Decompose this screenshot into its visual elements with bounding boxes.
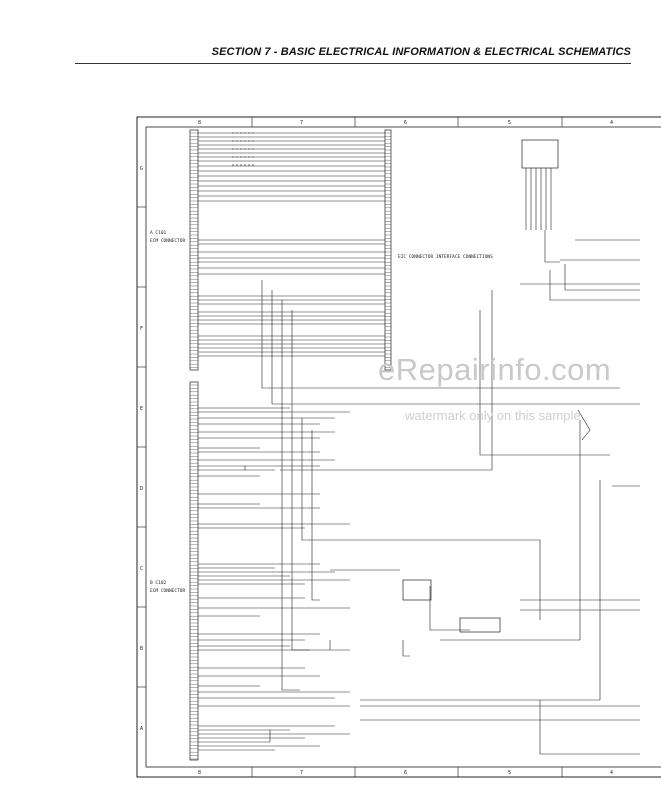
row-label: E <box>140 406 143 412</box>
pin-layer <box>190 132 391 760</box>
column-label: 4 <box>610 120 613 126</box>
row-label: C <box>140 566 143 572</box>
row-label: D <box>140 486 143 492</box>
wire-route <box>549 270 640 301</box>
row-label: F <box>140 326 143 332</box>
column-label: 6 <box>404 120 407 126</box>
row-ticks <box>137 206 146 688</box>
connector-b-subtitle: ECM CONNECTOR <box>150 588 186 594</box>
column-label: 6 <box>404 770 407 776</box>
wire-route <box>280 290 493 471</box>
column-labels: 8 7 6 5 4 8 7 6 5 4 <box>198 120 613 776</box>
wire-route <box>261 280 620 389</box>
wire-route <box>360 480 601 701</box>
header-rule <box>75 63 631 64</box>
switch-symbol <box>577 409 591 441</box>
relay-component <box>521 139 559 169</box>
module-component <box>402 579 432 601</box>
watermark-text: eRepairinfo.com <box>378 352 612 387</box>
connector-a-title: A C101 <box>150 230 167 236</box>
row-label: B <box>140 646 143 652</box>
column-label: 5 <box>508 120 511 126</box>
wire-route <box>281 300 300 691</box>
wire-route <box>271 290 640 405</box>
wire-route <box>260 730 271 743</box>
column-label: 8 <box>198 770 201 776</box>
watermark-subtext: watermark only on this sample <box>405 408 581 423</box>
column-label: 8 <box>198 120 201 126</box>
wire-route <box>479 310 610 456</box>
connector-a-subtitle: ECM CONNECTOR <box>150 238 186 244</box>
wire-route <box>429 586 470 631</box>
page-header: SECTION 7 - BASIC ELECTRICAL INFORMATION… <box>0 0 661 70</box>
column-ticks <box>251 117 563 777</box>
section-title: SECTION 7 - BASIC ELECTRICAL INFORMATION… <box>211 46 631 58</box>
wire-route <box>311 430 320 601</box>
column-label: 7 <box>300 770 303 776</box>
column-label: 7 <box>300 120 303 126</box>
wire-route <box>402 640 410 657</box>
interface-strip <box>384 129 392 371</box>
row-label: A <box>140 726 143 732</box>
wire-route <box>564 264 640 291</box>
wire-layer <box>198 132 640 755</box>
connector-b-strip <box>189 381 199 761</box>
row-label: G <box>140 166 143 172</box>
connector-b-title: B C102 <box>150 580 167 586</box>
outer-frame <box>136 116 661 778</box>
connector-a-strip <box>189 129 199 371</box>
wire-route <box>539 700 640 755</box>
column-label: 5 <box>508 770 511 776</box>
sensor-component <box>459 617 501 633</box>
column-label: 4 <box>610 770 613 776</box>
wire-route <box>291 310 310 651</box>
wire-route <box>440 420 581 641</box>
inner-frame <box>145 126 661 768</box>
wire-route <box>544 230 560 263</box>
wire-route <box>301 418 541 620</box>
interface-label: EIC CONNECTOR INTERFACE CONNECTIONS <box>398 254 493 260</box>
row-labels: G F E D C B A <box>140 166 143 732</box>
